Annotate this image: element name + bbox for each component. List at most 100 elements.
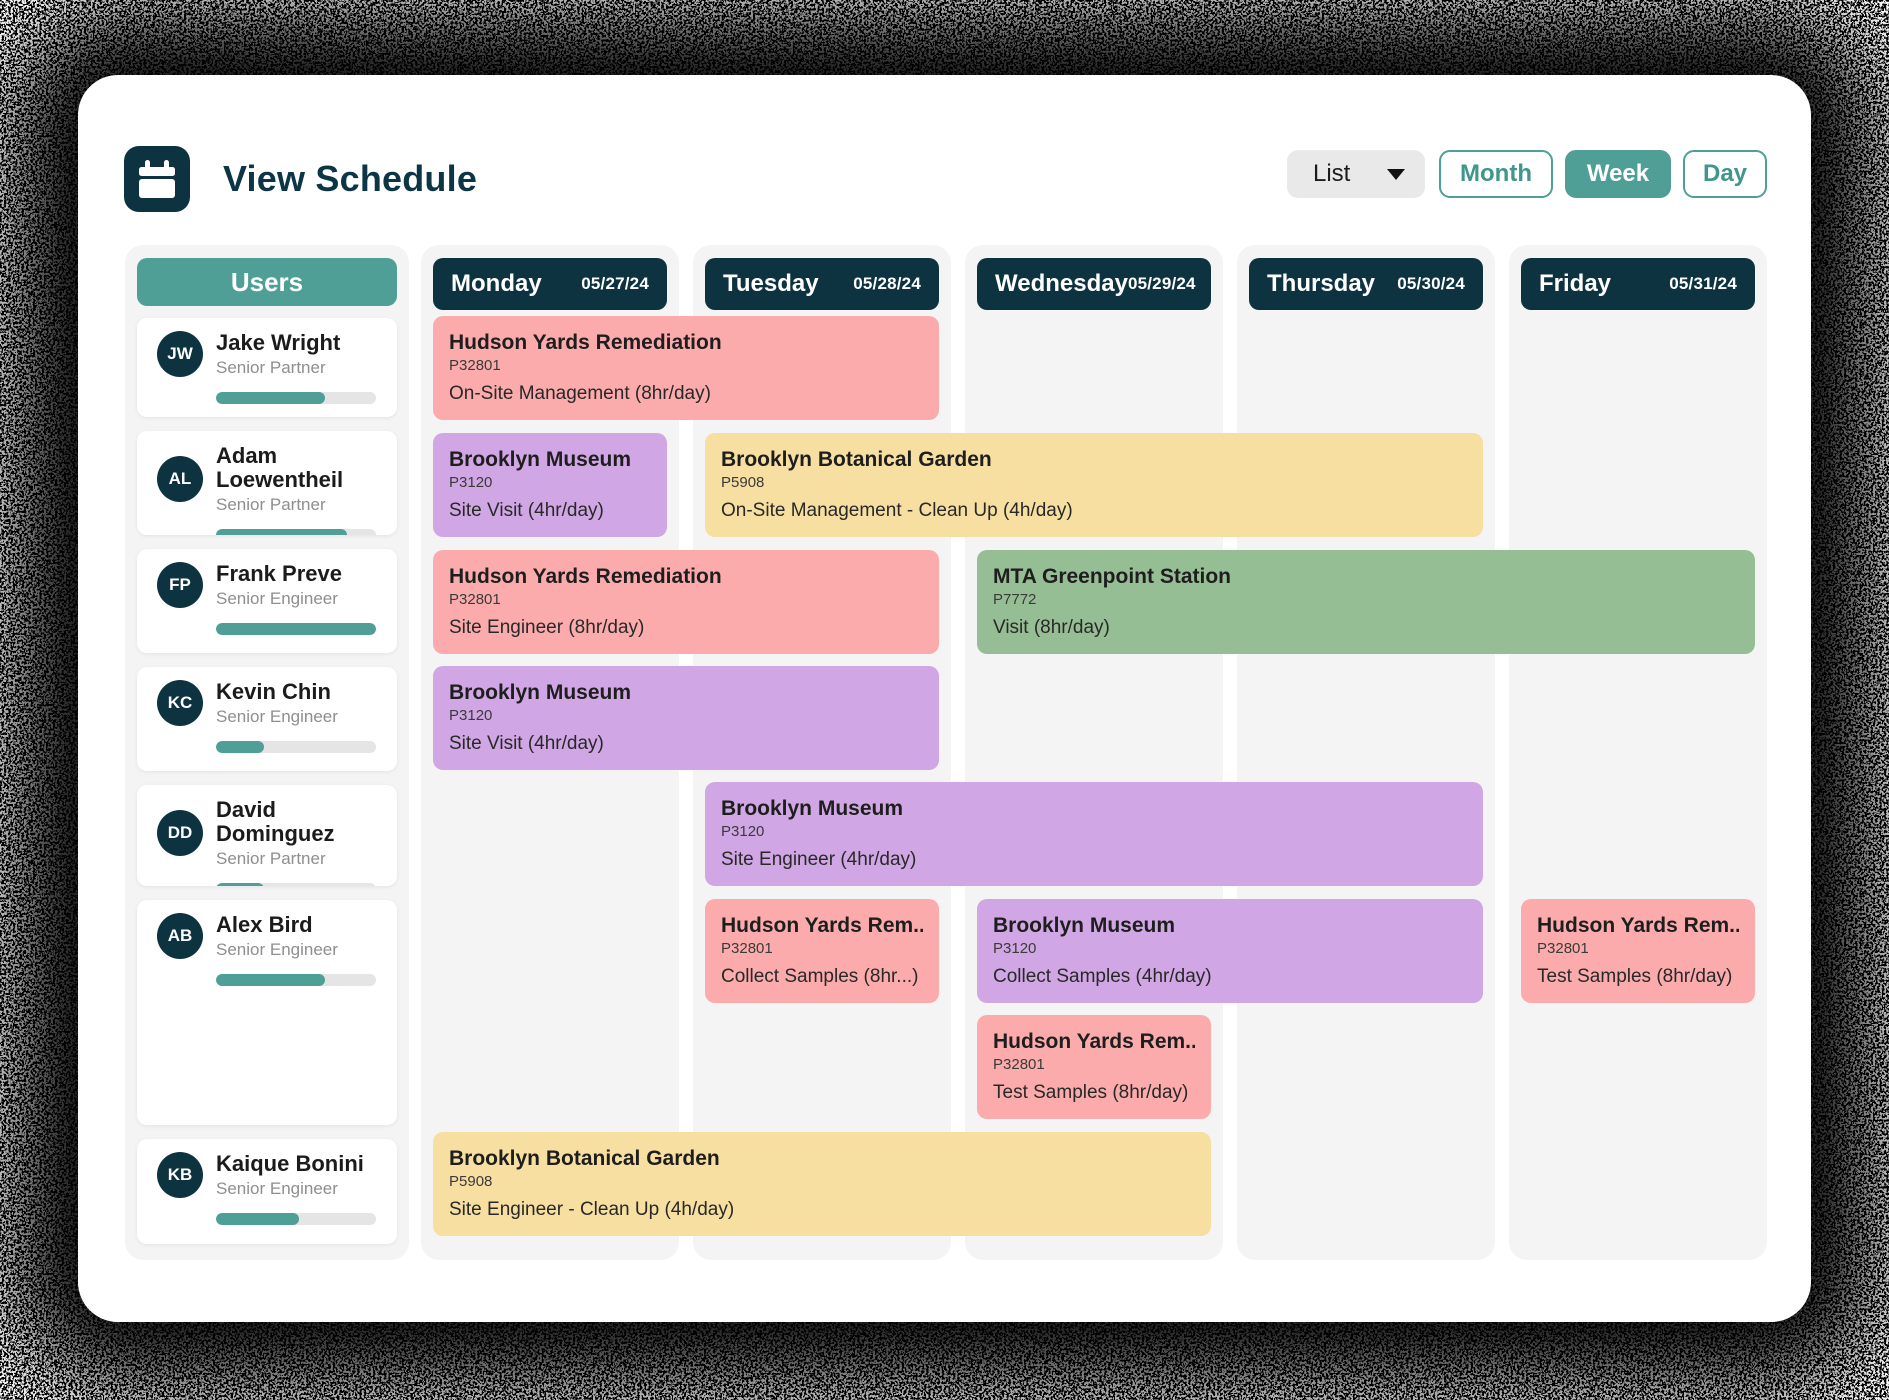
event-project-code: P3120 <box>993 940 1037 957</box>
utilization-bar <box>216 740 376 753</box>
event-task: Test Samples (8hr/day) <box>993 1082 1189 1103</box>
event-title: Hudson Yards Rem... <box>993 1030 1195 1053</box>
event-project-code: P3120 <box>721 823 765 840</box>
event-project-code: P32801 <box>1537 940 1589 957</box>
day-column-thursday <box>1237 245 1495 1260</box>
event-project-code: P32801 <box>449 591 501 608</box>
utilization-bar <box>216 973 376 986</box>
day-name: Thursday <box>1267 270 1376 297</box>
avatar: KC <box>157 680 203 727</box>
event-task: Test Samples (8hr/day) <box>1537 966 1733 987</box>
user-role: Senior Engineer <box>216 939 338 959</box>
view-button-month[interactable]: Month <box>1439 150 1553 198</box>
utilization-fill <box>216 1212 300 1225</box>
user-role: Senior Partner <box>216 848 326 868</box>
view-button-week[interactable]: Week <box>1565 150 1671 198</box>
event-title: Brooklyn Botanical Garden <box>721 448 992 471</box>
page-title: View Schedule <box>223 158 478 199</box>
event-project-code: P3120 <box>449 707 493 724</box>
event-project-code: P32801 <box>449 357 501 374</box>
avatar: JW <box>157 331 203 378</box>
day-date: 05/31/24 <box>1669 274 1737 293</box>
day-name: Friday <box>1539 270 1612 297</box>
avatar: AL <box>157 456 203 503</box>
utilization-bar <box>216 882 376 886</box>
event-task: On-Site Management - Clean Up (4h/day) <box>721 500 1073 521</box>
event-title: Hudson Yards Remediation <box>449 331 722 354</box>
users-header: Users <box>137 258 397 306</box>
day-column-friday <box>1509 245 1767 1260</box>
event-task: Site Engineer (8hr/day) <box>449 617 645 638</box>
user-name: David Dominguez <box>216 797 335 846</box>
event-project-code: P32801 <box>993 1056 1045 1073</box>
event-task: Site Engineer - Clean Up (4h/day) <box>449 1199 735 1220</box>
event-title: Hudson Yards Remediation <box>449 565 722 588</box>
event-title: Hudson Yards Rem... <box>1537 914 1739 937</box>
user-name: Adam Loewentheil <box>216 443 344 492</box>
user-name: Frank Preve <box>216 561 342 586</box>
event-task: Site Engineer (4hr/day) <box>721 849 917 870</box>
day-name: Monday <box>451 270 542 297</box>
event-task: Visit (8hr/day) <box>993 617 1110 638</box>
view-button-day[interactable]: Day <box>1683 150 1767 198</box>
avatar: DD <box>157 810 203 857</box>
day-header-monday: Monday 05/27/24 <box>433 258 667 310</box>
day-header-friday: Friday 05/31/24 <box>1521 258 1755 310</box>
list-dropdown[interactable]: List <box>1287 150 1425 198</box>
event-task: Collect Samples (4hr/day) <box>993 966 1212 987</box>
app-header: View Schedule <box>124 146 477 212</box>
event-title: Brooklyn Museum <box>449 448 632 471</box>
event-title: Brooklyn Museum <box>449 681 632 704</box>
event-project-code: P3120 <box>449 474 493 491</box>
avatar: FP <box>157 562 203 609</box>
utilization-fill <box>216 622 376 635</box>
day-date: 05/27/24 <box>581 274 649 293</box>
user-role: Senior Engineer <box>216 1178 338 1198</box>
list-dropdown-label: List <box>1313 160 1351 187</box>
user-role: Senior Partner <box>216 494 326 514</box>
calendar-icon <box>124 146 190 212</box>
utilization-bar <box>216 622 376 635</box>
day-date: 05/29/24 <box>1127 274 1196 293</box>
event-title: Brooklyn Botanical Garden <box>449 1147 720 1170</box>
event-task: Site Visit (4hr/day) <box>449 733 604 754</box>
day-name: Wednesday <box>995 270 1128 297</box>
